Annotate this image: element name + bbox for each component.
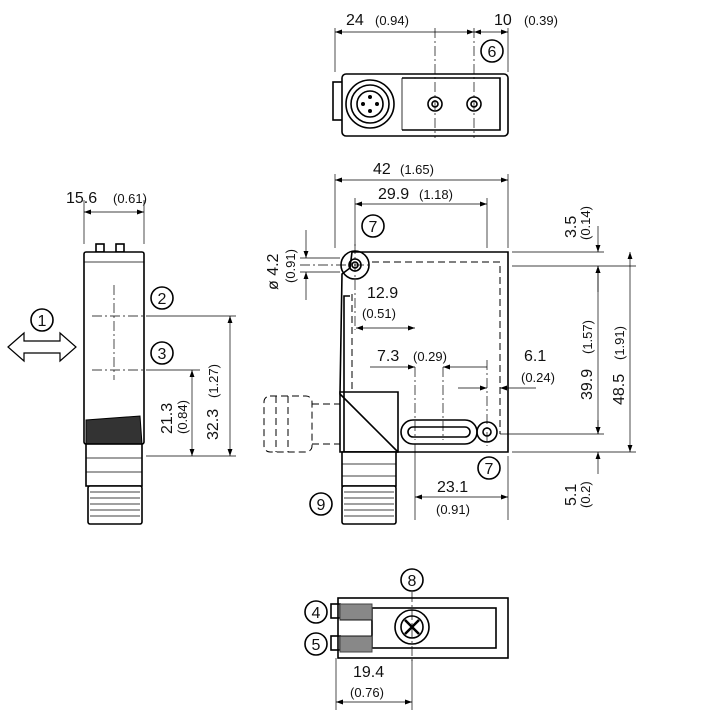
dim-top-width-in: (0.94) — [375, 13, 409, 28]
dim-top-width-mm: 24 — [346, 12, 364, 29]
dim-bottom-width-mm: 19.4 — [353, 664, 384, 681]
dim-top-offset-in: (0.39) — [524, 13, 558, 28]
dim-body-height-in: (1.57) — [580, 320, 595, 354]
callout-7a-circle — [361, 214, 385, 238]
callout-7b: 7 — [485, 461, 494, 478]
dim-hole-spacing-in: (1.18) — [419, 187, 453, 202]
dim-hole-spacing-mm: 29.9 — [378, 186, 409, 203]
bottom-view: 8 4 5 19.4 (0.76) — [304, 568, 509, 710]
callout-9-circle — [309, 492, 333, 516]
dim-top-edge-mm: 3.5 — [563, 216, 580, 238]
callout-2: 2 — [158, 291, 167, 308]
callout-5-circle — [304, 632, 328, 656]
dim-total-width-in: (1.65) — [400, 162, 434, 177]
callout-6-circle — [480, 39, 504, 63]
dim-bottom-offset-in: (0.91) — [436, 502, 470, 517]
dim-top-offset-mm: 10 — [494, 12, 512, 29]
dim-bottom-offset-mm: 23.1 — [437, 479, 468, 496]
callout-7a: 7 — [369, 219, 378, 236]
callout-7b-circle — [477, 456, 501, 480]
callout-3-circle — [150, 341, 174, 365]
dim-slot-width-mm: 7.3 — [377, 348, 399, 365]
callout-1-circle — [30, 308, 54, 332]
dim-right-offset-in: (0.24) — [521, 370, 555, 385]
callout-4-circle — [304, 600, 328, 624]
callout-4: 4 — [312, 605, 321, 622]
dim-hole-dia-in: (0.91) — [283, 249, 298, 283]
dim-bottom-edge-mm: 5.1 — [563, 484, 580, 506]
callout-9: 9 — [317, 497, 326, 514]
dim-slot-width-in: (0.29) — [413, 349, 447, 364]
dim-side-width-in: (0.61) — [113, 191, 147, 206]
callout-1: 1 — [38, 313, 47, 330]
dim-top-edge-in: (0.14) — [578, 206, 593, 240]
callout-3: 3 — [158, 346, 167, 363]
callout-6: 6 — [488, 44, 497, 61]
side-view: 15.6 (0.61) 1 2 3 21.3 (0.84) 32.3 (1.27… — [7, 190, 236, 525]
dim-total-height-mm: 48.5 — [611, 374, 628, 405]
dim-bottom-width-in: (0.76) — [350, 685, 384, 700]
direction-arrow — [7, 331, 77, 363]
dim-side-width-mm: 15.6 — [66, 190, 97, 207]
dim-lens-offset-mm: 12.9 — [367, 285, 398, 302]
dim-upper-height-mm: 32.3 — [205, 409, 222, 440]
top-view: 24 (0.94) 10 (0.39) 6 — [332, 12, 558, 138]
dim-upper-height-in: (1.27) — [206, 364, 221, 398]
callout-5: 5 — [312, 637, 321, 654]
dim-lower-height-in: (0.84) — [175, 400, 190, 434]
dim-total-height-in: (1.91) — [612, 326, 627, 360]
dim-body-height-mm: 39.9 — [579, 369, 596, 400]
callout-2-circle — [150, 286, 174, 310]
dim-lens-offset-in: (0.51) — [362, 306, 396, 321]
dim-hole-dia-mm: ø 4.2 — [265, 253, 282, 290]
callout-8: 8 — [408, 573, 417, 590]
callout-8-circle — [400, 568, 424, 592]
dim-lower-height-mm: 21.3 — [159, 403, 176, 434]
dim-right-offset-mm: 6.1 — [524, 348, 546, 365]
dim-bottom-edge-in: (0.2) — [578, 481, 593, 508]
front-view: ø 4.2 (0.91) 42 (1.65) 29.9 (1.18) 7 3.5… — [263, 161, 636, 525]
dim-total-width-mm: 42 — [373, 161, 391, 178]
